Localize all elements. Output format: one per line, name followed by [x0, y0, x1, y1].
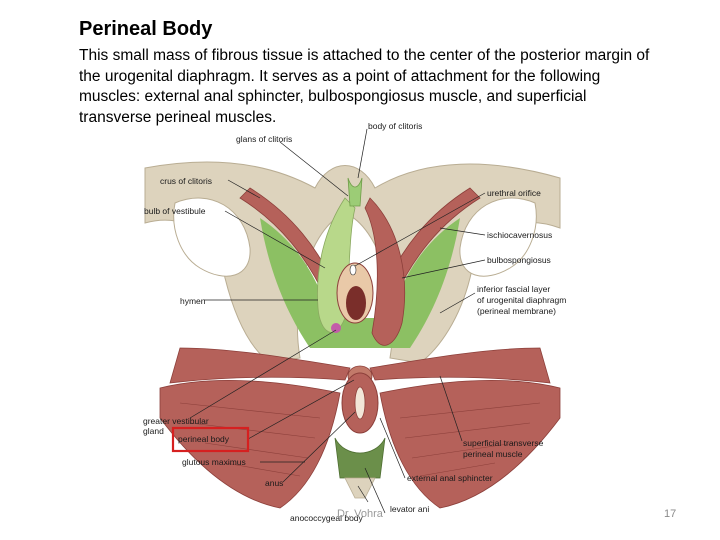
- bulbospongiosus-right: [364, 197, 405, 346]
- label-greater-vestibular-gland-1: greater vestibular: [143, 416, 209, 426]
- slide-title: Perineal Body: [79, 18, 213, 40]
- gluteus-maximus-left: [159, 379, 341, 509]
- obturator-foramen-left: [173, 197, 251, 277]
- levator-ani-shape: [334, 437, 386, 479]
- label-body-of-clitoris: body of clitoris: [368, 121, 422, 131]
- vaginal-orifice: [346, 286, 366, 320]
- anatomy-illustration: body of clitoris glans of clitoris crus …: [143, 121, 566, 523]
- label-bulb-of-vestibule: bulb of vestibule: [144, 206, 206, 216]
- label-gluteus-maximus: glutous maximus: [182, 457, 246, 467]
- label-levator-ani: levator ani: [390, 504, 429, 514]
- gluteus-maximus-right: [379, 379, 561, 509]
- label-external-anal-sphincter: external anal sphincter: [407, 473, 493, 483]
- perineal-membrane: [260, 218, 460, 348]
- superficial-transverse-right: [369, 347, 551, 384]
- label-anus: anus: [265, 478, 283, 488]
- greater-vestibular-gland: [331, 323, 341, 333]
- label-inferior-fascial-layer-3: (perineal membrane): [477, 306, 556, 316]
- label-inferior-fascial-layer-2: of urogenital diaphragm: [477, 295, 566, 305]
- footer-author: Dr. Vohra: [337, 508, 383, 520]
- perineal-body-highlight-box: [171, 426, 250, 453]
- label-bulbospongiosus: bulbospongiosus: [487, 255, 551, 265]
- label-superficial-transverse-2: perineal muscle: [463, 449, 523, 459]
- label-inferior-fascial-layer-1: inferior fascial layer: [477, 284, 550, 294]
- muscle-fibers: [179, 402, 541, 477]
- slide-body-text: This small mass of fibrous tissue is att…: [79, 47, 650, 126]
- leader-lines: [189, 128, 486, 514]
- label-perineal-body: perineal body: [178, 434, 230, 444]
- page-number: 17: [664, 508, 677, 520]
- label-urethral-orifice: urethral orifice: [487, 188, 541, 198]
- perineum-anatomy-figure: body of clitoris glans of clitoris crus …: [140, 118, 585, 528]
- anus-shape: [354, 386, 366, 420]
- clitoris: [347, 177, 363, 207]
- superficial-transverse-left: [169, 347, 351, 384]
- label-crus-of-clitoris: crus of clitoris: [160, 176, 212, 186]
- label-hymen: hymen: [180, 296, 206, 306]
- label-glans-of-clitoris: glans of clitoris: [236, 134, 292, 144]
- label-ischiocavernosus: ischiocavernosus: [487, 230, 552, 240]
- coccyx-shape: [344, 477, 376, 499]
- urethral-orifice-shape: [349, 264, 357, 276]
- obturator-foramen-right: [459, 197, 537, 277]
- label-anococcygeal-body: anococcygeal body: [290, 513, 364, 523]
- label-superficial-transverse-1: superficial transverse: [463, 438, 544, 448]
- label-greater-vestibular-gland-2: gland: [143, 426, 164, 436]
